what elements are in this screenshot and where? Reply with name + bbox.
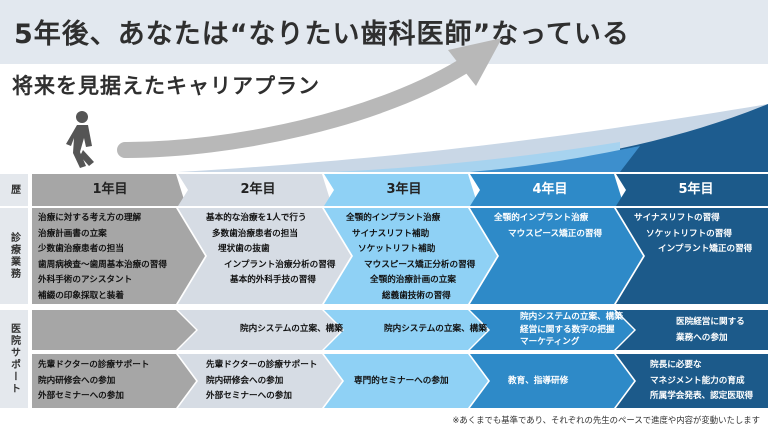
growth-arrow-head <box>448 38 502 86</box>
list-item: 経営に関する数字の把握 <box>520 324 615 335</box>
year-label-4: 4年目 <box>532 182 568 197</box>
treatment-year2: 基本的な治療を1人で行う 多数歯治療患者の担当 埋状歯の抜歯 インプラント治療分… <box>206 211 335 289</box>
footnote: ※あくまでも基準であり、それぞれの先生のペースで進度や内容が変動いたします <box>452 415 760 425</box>
treatment-year3: 全顎的インプラント治療 サイナスリフト補助 ソケットリフト補助 マウスピース矯正… <box>346 211 475 305</box>
list-item: 治療に対する考え方の理解 <box>38 213 142 223</box>
support-lower-chevron-5 <box>616 354 768 408</box>
list-item: 院長に必要な <box>650 360 702 370</box>
support-lower-chevron-2 <box>178 354 342 408</box>
growth-band-mid2 <box>470 146 640 172</box>
list-item: 教育、指導研修 <box>508 376 569 386</box>
list-item: 所属学会発表、認定医取得 <box>650 391 754 402</box>
list-item: サイナスリフトの習得 <box>634 213 720 223</box>
list-item: 基本的な治療を1人で行う <box>206 213 307 223</box>
growth-arrow-shaft <box>117 54 478 158</box>
treatment-chevron-2 <box>178 208 351 304</box>
year5-chevron <box>616 174 768 206</box>
year2-chevron <box>178 174 332 206</box>
treatment-year1: 治療に対する考え方の理解 治療計画書の立案 少数歯治療患者の担当 歯周病検査〜歯… <box>38 211 167 305</box>
list-item: 全顎的インプラント治療 <box>346 213 441 223</box>
list-item: マーケティング <box>520 337 580 348</box>
support-upper-chevron-4 <box>470 310 634 350</box>
support-upper-year4: 院内システムの立案、構築 経営に関する数字の把握 マーケティング <box>520 311 623 349</box>
treatment-chevron-1 <box>32 208 205 304</box>
treatment-year4: 全顎的インプラント治療 マウスピース矯正の習得 <box>494 211 602 242</box>
list-item: 多数歯治療患者の担当 <box>212 228 298 239</box>
growth-band-dark <box>470 104 768 172</box>
support-lower-year3: 専門的セミナーへの参加 <box>354 374 449 390</box>
list-item: 専門的セミナーへの参加 <box>354 376 449 386</box>
row-label-reki: 歴 <box>0 174 28 206</box>
treatment-year5: サイナスリフトの習得 ソケットリフトの習得 インプラント矯正の習得 <box>634 211 752 258</box>
list-item: 少数歯治療患者の担当 <box>38 244 124 255</box>
row-label-treatment: 診療業務 <box>0 208 28 304</box>
list-item: 院内研修会への参加 <box>38 375 116 386</box>
list-item: 先輩ドクターの診療サポート <box>38 360 150 370</box>
list-item: サイナスリフト補助 <box>352 228 430 239</box>
list-item: 先輩ドクターの診療サポート <box>206 360 318 370</box>
year4-chevron <box>470 174 624 206</box>
list-item: 外部セミナーへの参加 <box>38 391 124 402</box>
year1-chevron <box>32 174 186 206</box>
list-item: マウスピース矯正分析の習得 <box>364 259 476 270</box>
support-lower-chevron-1 <box>32 354 196 408</box>
support-upper-year3: 院内システムの立案、構築 <box>384 322 487 338</box>
list-item: 外科手術のアシスタント <box>38 275 133 286</box>
support-lower-year1: 先輩ドクターの診療サポート 院内研修会への参加 外部セミナーへの参加 <box>38 358 149 405</box>
year-label-2: 2年目 <box>240 182 276 197</box>
list-item: 総義歯技術の習得 <box>382 290 451 301</box>
support-upper-chevron-5 <box>616 310 768 350</box>
list-item: 基本的外科手技の習得 <box>230 275 316 286</box>
list-item: マネジメント能力の育成 <box>650 375 745 386</box>
treatment-chevron-5 <box>616 208 768 304</box>
support-upper-chevron-3 <box>324 310 488 350</box>
row-label-support: 医院サポート <box>0 310 28 408</box>
list-item: 院内システムの立案、構築 <box>520 312 623 322</box>
support-lower-year2: 先輩ドクターの診療サポート 院内研修会への参加 外部セミナーへの参加 <box>206 358 317 405</box>
support-lower-chevron-3 <box>324 354 488 408</box>
support-upper-year2: 院内システムの立案、構築 <box>240 322 343 338</box>
list-item: 医院経営に関する <box>676 317 745 327</box>
list-item: 院内システムの立案、構築 <box>384 324 487 334</box>
list-item: 歯周病検査〜歯周基本治療の習得 <box>38 259 167 270</box>
year3-chevron <box>324 174 478 206</box>
support-upper-year5: 医院経営に関する 業務への参加 <box>676 315 745 346</box>
list-item: 埋状歯の抜歯 <box>218 244 270 255</box>
year-label-3: 3年目 <box>386 182 422 197</box>
list-item: 補綴の印象採取と装着 <box>38 290 124 301</box>
list-item: インプラント治療分析の習得 <box>224 259 336 270</box>
list-item: ソケットリフト補助 <box>358 244 436 255</box>
year-label-5: 5年目 <box>678 182 714 197</box>
page-subtitle: 将来を見据えたキャリアプラン <box>12 74 320 98</box>
treatment-chevron-3 <box>324 208 497 304</box>
support-upper-chevron-2 <box>178 310 342 350</box>
walking-person-icon <box>66 111 94 168</box>
list-item: 院内システムの立案、構築 <box>240 324 343 334</box>
list-item: インプラント矯正の習得 <box>658 244 753 255</box>
treatment-chevron-4 <box>470 208 643 304</box>
year-label-1: 1年目 <box>92 182 128 197</box>
list-item: 治療計画書の立案 <box>38 228 107 239</box>
support-lower-year5: 院長に必要な マネジメント能力の育成 所属学会発表、認定医取得 <box>650 358 753 405</box>
support-lower-chevron-4 <box>470 354 634 408</box>
list-item: 全顎的インプラント治療 <box>494 213 589 223</box>
list-item: マウスピース矯正の習得 <box>508 228 603 239</box>
list-item: ソケットリフトの習得 <box>646 228 732 239</box>
list-item: 院内研修会への参加 <box>206 375 284 386</box>
list-item: 業務への参加 <box>676 332 728 343</box>
list-item: 外部セミナーへの参加 <box>206 391 292 402</box>
page-title: 5年後、あなたは“なりたい歯科医師”なっている <box>14 19 630 50</box>
support-upper-chevron-1 <box>32 310 196 350</box>
list-item: 全顎的治療計画の立案 <box>370 275 456 286</box>
support-lower-year4: 教育、指導研修 <box>508 374 568 390</box>
title-bar: 5年後、あなたは“なりたい歯科医師”なっている <box>0 0 768 64</box>
